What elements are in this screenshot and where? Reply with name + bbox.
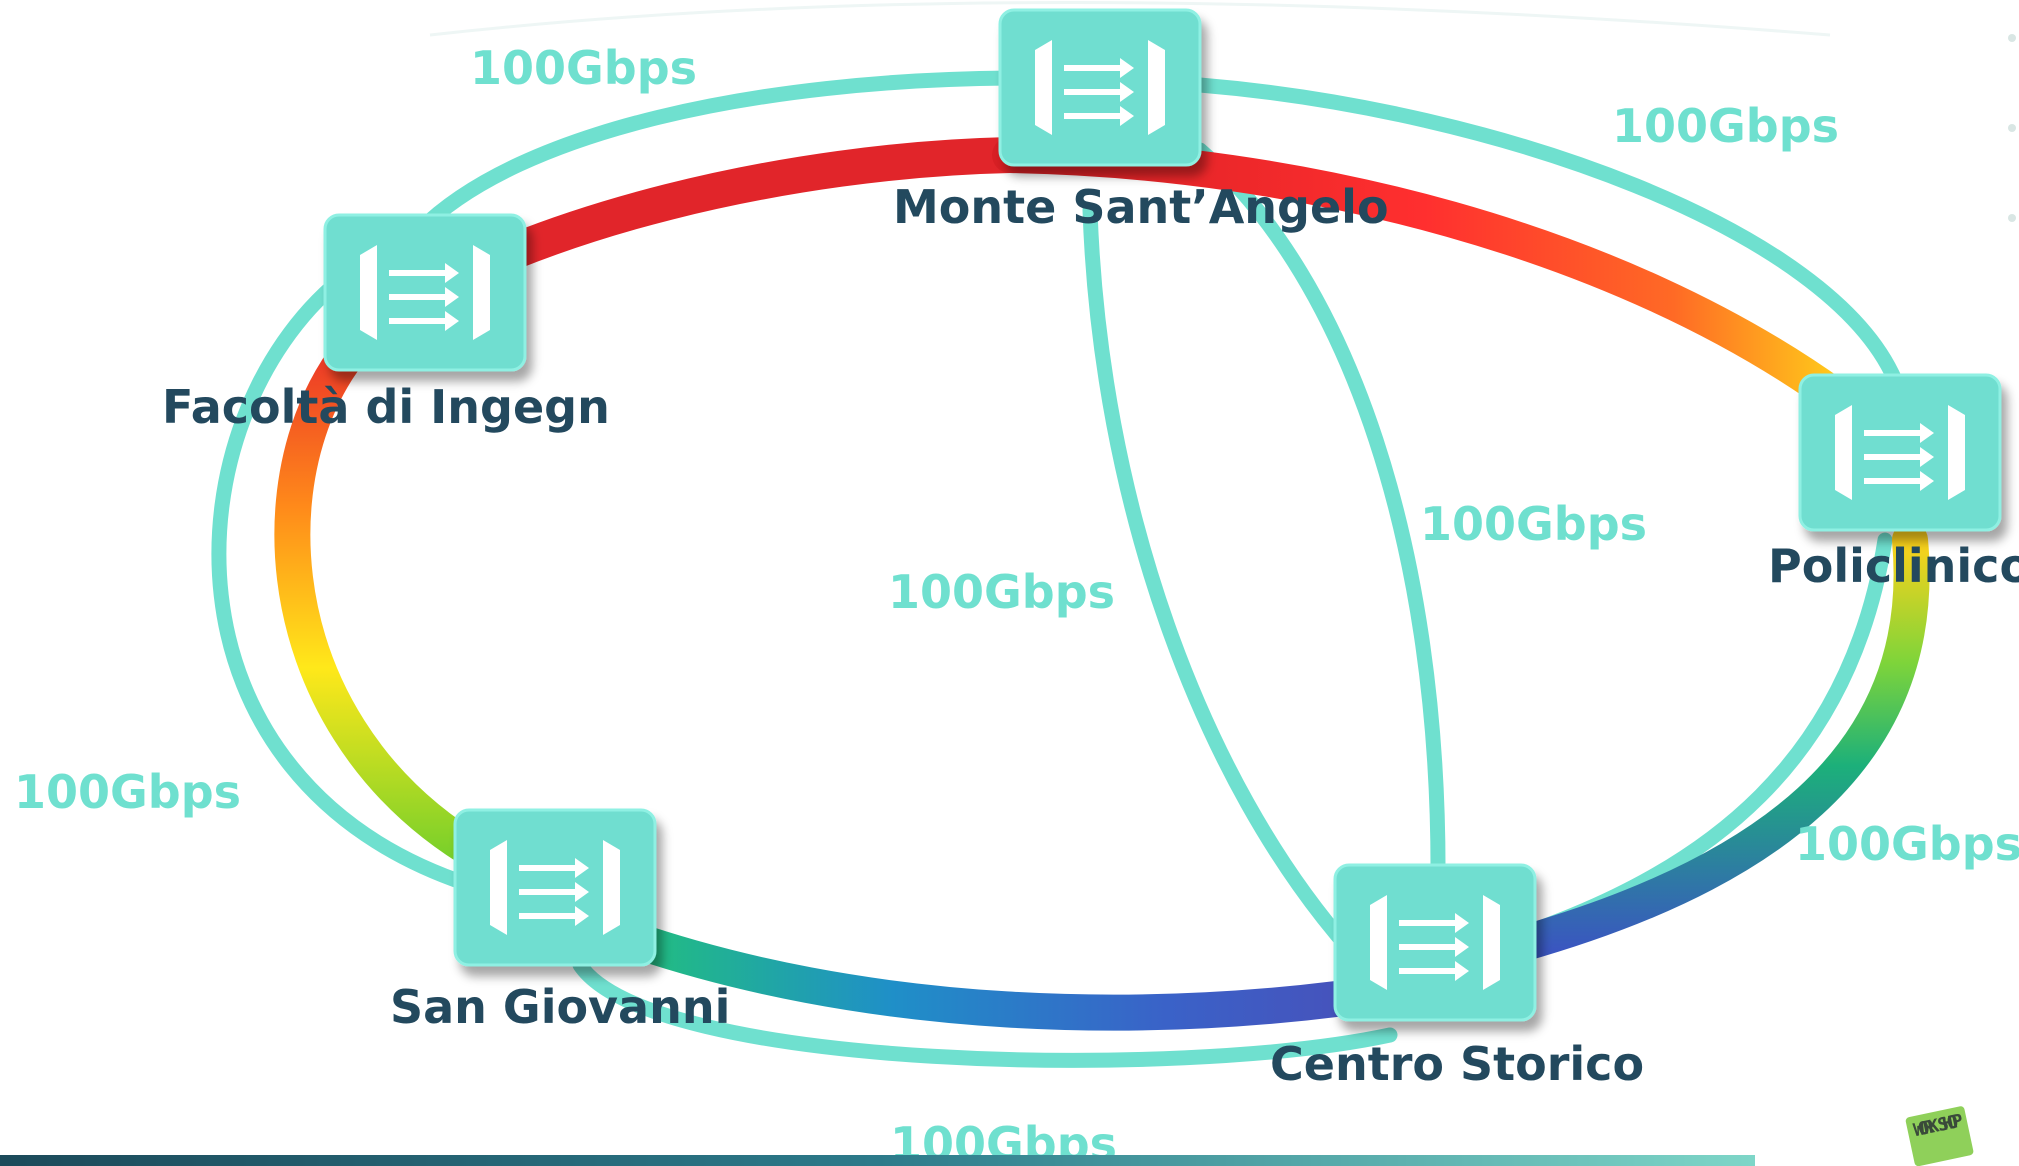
link-label-monte-centro-a: 100Gbps <box>888 565 1115 619</box>
link-monte-centro-b <box>1192 142 1446 888</box>
link-label-facolta-sangiovanni: 100Gbps <box>14 765 241 819</box>
node-labels-layer: Monte Sant’Angelo Facoltà di Ingegn Poli… <box>162 180 2019 1091</box>
workshop-badge: WORK SHOP <box>1905 1106 1974 1166</box>
node-label-centro: Centro Storico <box>1270 1037 1644 1091</box>
node-label-facolta: Facoltà di Ingegn <box>162 380 610 434</box>
link-label-policlinico-centro: 100Gbps <box>1795 817 2019 871</box>
node-label-sangiovanni: San Giovanni <box>390 980 730 1034</box>
node-centro[interactable] <box>1333 863 1537 1022</box>
ring-segment-bottom <box>602 917 1418 1031</box>
ring-segment-left <box>274 302 498 873</box>
network-switch-icon <box>453 808 657 967</box>
link-label-monte-centro-b: 100Gbps <box>1420 497 1647 551</box>
nodes-layer <box>323 8 2002 1022</box>
network-switch-icon <box>998 8 1202 167</box>
node-facolta[interactable] <box>323 213 527 372</box>
network-switch-icon <box>1798 373 2002 532</box>
node-policlinico[interactable] <box>1798 373 2002 532</box>
decorative-dots <box>2008 34 2016 222</box>
link-labels-layer: 100Gbps 100Gbps 100Gbps 100Gbps 100Gbps … <box>14 41 2019 1166</box>
link-facolta-sangiovanni <box>211 272 478 893</box>
node-monte[interactable] <box>998 8 1202 167</box>
ring-segment-right <box>1482 522 1930 968</box>
link-monte-centro-a <box>1082 202 1358 958</box>
network-switch-icon <box>1333 863 1537 1022</box>
footer-bar <box>0 1155 1755 1166</box>
link-facolta-monte <box>412 70 1018 238</box>
background-arc <box>429 1 1831 37</box>
link-label-monte-policlinico: 100Gbps <box>1612 99 1839 153</box>
links-layer <box>211 70 1903 1068</box>
node-label-monte: Monte Sant’Angelo <box>893 180 1389 234</box>
node-sangiovanni[interactable] <box>453 808 657 967</box>
network-switch-icon <box>323 213 527 372</box>
node-label-policlinico: Policlinico <box>1768 539 2019 593</box>
link-label-facolta-monte: 100Gbps <box>470 41 697 95</box>
link-monte-policlinico <box>1192 77 1903 388</box>
link-sangiovanni-centro <box>572 957 1398 1068</box>
